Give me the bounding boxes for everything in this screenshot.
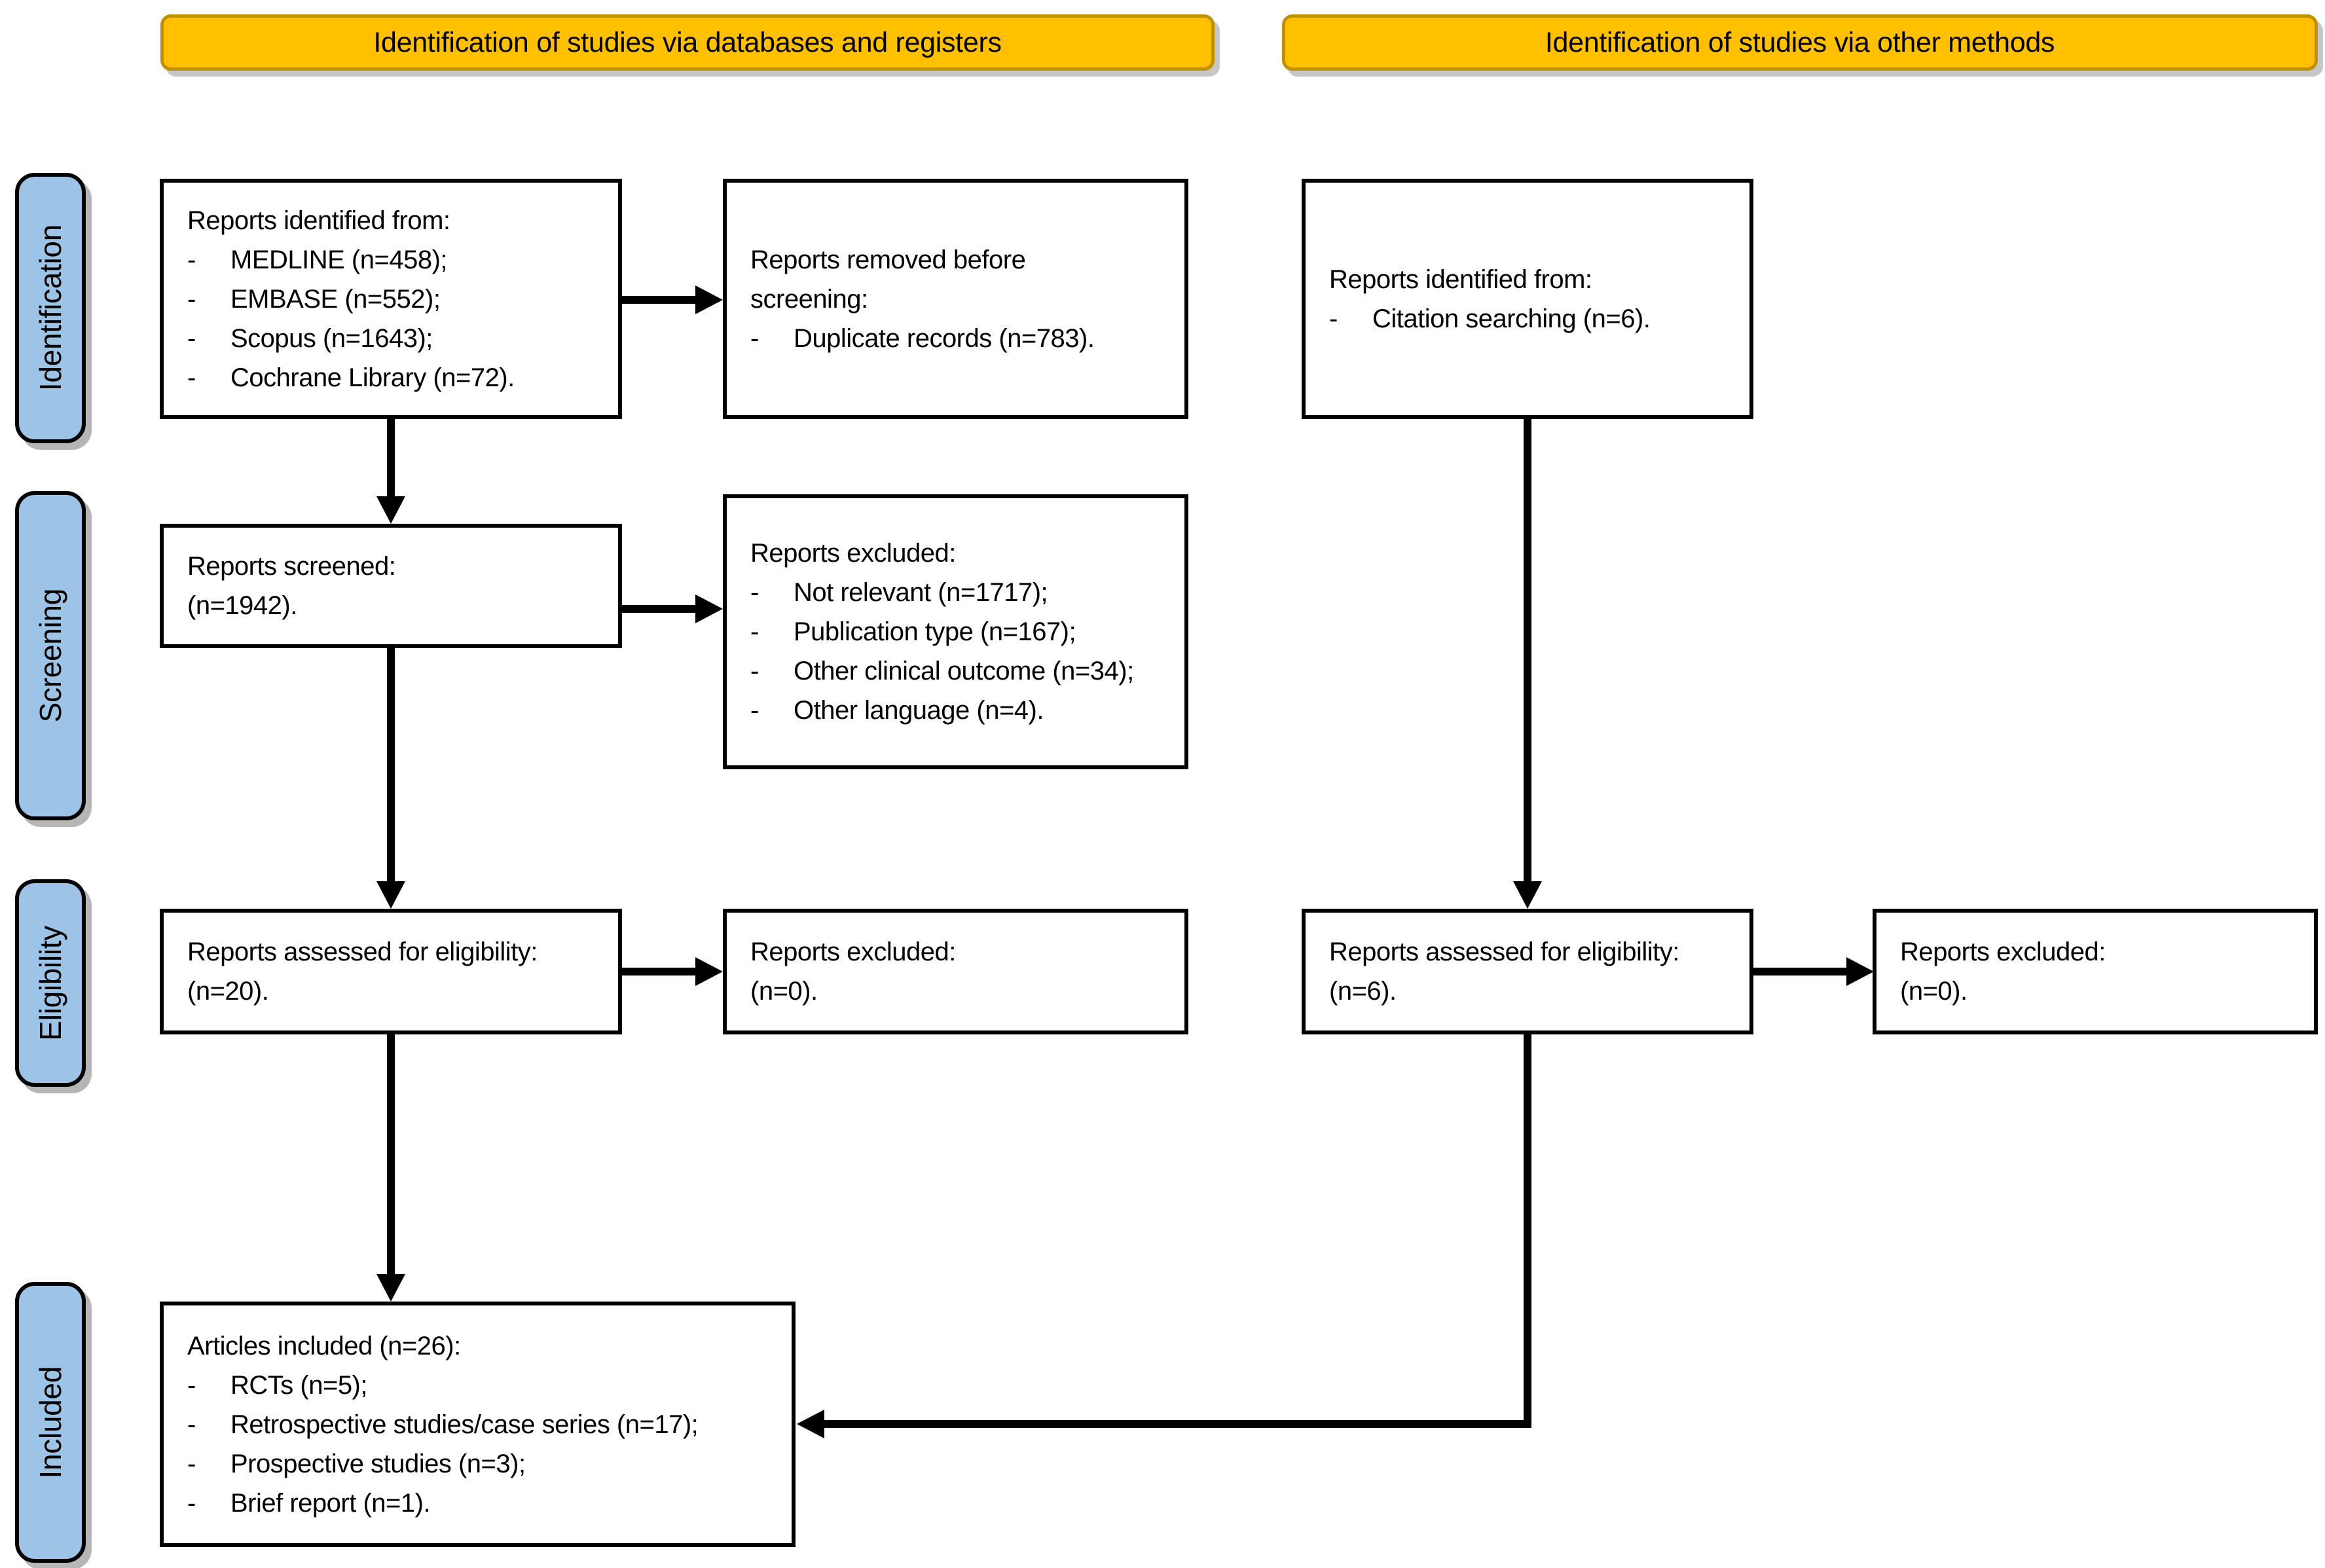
arrow-shaft	[622, 968, 699, 975]
arrow-shaft	[622, 605, 699, 613]
bullet-item: - Citation searching (n=6).	[1329, 299, 1730, 338]
box-count: (n=0).	[750, 977, 818, 1006]
arrowhead-right-icon	[695, 957, 723, 986]
stage-label-eligibility-text: Eligibility	[33, 925, 67, 1041]
bullet-dash: -	[187, 323, 196, 353]
bullet-dash: -	[187, 1370, 196, 1400]
box-title: Reports identified from:	[1329, 264, 1592, 294]
bullet-item: - Publication type (n=167);	[750, 612, 1165, 651]
bullet-dash: -	[187, 284, 196, 314]
stage-label-included-text: Included	[33, 1366, 67, 1479]
arrow-shaft	[1524, 419, 1531, 884]
stage-label-identification: Identification	[15, 173, 86, 443]
arrow-shaft	[387, 648, 395, 884]
arrowhead-down-icon	[1513, 881, 1542, 909]
bullet-item: - MEDLINE (n=458);	[187, 240, 598, 280]
bullet-item: - Not relevant (n=1717);	[750, 573, 1165, 612]
arrowhead-right-icon	[1846, 957, 1874, 986]
box-title: Reports excluded:	[750, 938, 956, 966]
box-title: Reports excluded:	[1900, 938, 2106, 966]
box-count: (n=0).	[1900, 977, 1968, 1006]
stage-label-included: Included	[15, 1282, 86, 1563]
bullet-item: - Other clinical outcome (n=34);	[750, 651, 1165, 691]
stage-label-screening-text: Screening	[33, 589, 67, 723]
box-reports-removed-before-screening: Reports removed before screening: - Dupl…	[723, 179, 1188, 419]
bullet-item: - Cochrane Library (n=72).	[187, 358, 598, 397]
stage-label-screening: Screening	[15, 491, 86, 820]
box-reports-excluded-eligibility-databases: Reports excluded: (n=0).	[723, 909, 1188, 1034]
bullet-item: - Scopus (n=1643);	[187, 319, 598, 358]
bullet-item: - Retrospective studies/case series (n=1…	[187, 1405, 772, 1444]
bullet-dash: -	[187, 363, 196, 392]
box-title: Reports screened:	[187, 552, 396, 581]
box-reports-screened: Reports screened: (n=1942).	[160, 524, 622, 648]
bullet-dash: -	[750, 578, 759, 607]
box-title: Reports excluded:	[750, 539, 956, 568]
box-title: Reports identified from:	[187, 206, 450, 235]
bullet-item: - Duplicate records (n=783).	[750, 319, 1165, 358]
bullet-item: - Other language (n=4).	[750, 691, 1165, 730]
header-databases-registers-label: Identification of studies via databases …	[373, 26, 1002, 58]
bullet-dash: -	[187, 1410, 196, 1439]
box-count: (n=20).	[187, 977, 269, 1006]
bullet-dash: -	[187, 1449, 196, 1478]
box-title: Articles included (n=26):	[187, 1331, 461, 1360]
arrow-shaft	[387, 419, 395, 499]
bullet-dash: -	[1329, 304, 1338, 333]
box-title: Reports assessed for eligibility:	[1329, 938, 1679, 966]
bullet-dash: -	[187, 245, 196, 274]
box-title: Reports assessed for eligibility:	[187, 938, 538, 966]
box-reports-excluded-screening: Reports excluded: - Not relevant (n=1717…	[723, 494, 1188, 769]
header-databases-registers: Identification of studies via databases …	[160, 14, 1215, 71]
stage-label-identification-text: Identification	[33, 225, 67, 392]
header-other-methods: Identification of studies via other meth…	[1282, 14, 2318, 71]
box-title: screening:	[750, 284, 868, 314]
arrow-shaft	[622, 296, 699, 304]
bullet-dash: -	[750, 657, 759, 685]
arrowhead-left-icon	[797, 1410, 824, 1438]
arrowhead-right-icon	[695, 285, 723, 314]
box-reports-assessed-eligibility-databases: Reports assessed for eligibility: (n=20)…	[160, 909, 622, 1034]
box-count: (n=6).	[1329, 977, 1397, 1006]
arrow-shaft	[387, 1034, 395, 1277]
bullet-item: - Prospective studies (n=3);	[187, 1444, 772, 1484]
bullet-dash: -	[187, 1488, 196, 1518]
box-reports-identified-databases: Reports identified from: - MEDLINE (n=45…	[160, 179, 622, 419]
bullet-item: - Brief report (n=1).	[187, 1484, 772, 1523]
box-title: Reports removed before	[750, 245, 1026, 274]
arrow-shaft	[1753, 968, 1849, 975]
box-count: (n=1942).	[187, 591, 297, 620]
arrow-shaft	[823, 1420, 1531, 1428]
arrowhead-right-icon	[695, 594, 723, 623]
stage-label-eligibility: Eligibility	[15, 879, 86, 1087]
arrowhead-down-icon	[376, 881, 405, 909]
bullet-dash: -	[750, 323, 759, 353]
bullet-dash: -	[750, 617, 759, 646]
arrowhead-down-icon	[376, 1274, 405, 1302]
arrowhead-down-icon	[376, 496, 405, 524]
arrow-shaft	[1524, 1034, 1531, 1428]
box-articles-included: Articles included (n=26): - RCTs (n=5); …	[160, 1302, 796, 1547]
box-reports-excluded-eligibility-other: Reports excluded: (n=0).	[1873, 909, 2318, 1034]
box-reports-identified-other: Reports identified from: - Citation sear…	[1302, 179, 1753, 419]
bullet-item: - RCTs (n=5);	[187, 1366, 772, 1405]
box-reports-assessed-eligibility-other: Reports assessed for eligibility: (n=6).	[1302, 909, 1753, 1034]
bullet-dash: -	[750, 696, 759, 725]
bullet-item: - EMBASE (n=552);	[187, 280, 598, 319]
header-other-methods-label: Identification of studies via other meth…	[1545, 26, 2055, 58]
